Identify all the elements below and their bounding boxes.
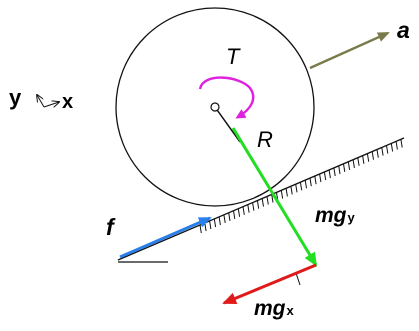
hatch-tick <box>228 212 231 221</box>
acceleration-arrow <box>309 31 390 70</box>
hatch-tick <box>347 161 351 170</box>
hatch-tick <box>285 188 288 197</box>
hatch-tick <box>271 194 274 203</box>
hatch-tick <box>209 220 212 230</box>
weight-y-label-main: mg <box>315 204 347 227</box>
axis-x-label: x <box>62 91 74 113</box>
hatch-tick <box>390 143 394 152</box>
hatch-tick <box>304 180 307 189</box>
weight-y-arrow <box>231 127 318 267</box>
hatch-tick <box>400 139 403 148</box>
hatch-tick <box>343 163 346 172</box>
hatch-tick <box>395 141 398 150</box>
weight-x-label-main: mg <box>254 297 286 320</box>
incline-hatching <box>199 139 403 234</box>
hatch-tick <box>357 157 360 166</box>
hatch-tick <box>319 173 322 183</box>
hatch-tick <box>256 200 260 209</box>
hatch-tick <box>213 218 217 228</box>
weight-x-arrow <box>222 263 317 305</box>
hatch-tick <box>381 147 384 156</box>
acceleration-label: a <box>397 17 410 43</box>
torque-label: T <box>226 44 240 69</box>
radius-label: R <box>257 127 273 152</box>
weight-x-label-sub: x <box>286 303 294 318</box>
hatch-tick <box>338 165 341 175</box>
hatch-tick <box>242 206 245 215</box>
incline-plane <box>117 137 405 263</box>
hatch-tick <box>386 145 389 154</box>
hatch-tick <box>233 210 236 219</box>
hatch-tick <box>323 171 327 181</box>
hatch-tick <box>237 208 241 217</box>
hatch-tick <box>295 184 298 193</box>
hatch-tick <box>204 222 207 232</box>
hatch-tick <box>266 196 269 205</box>
torque-arrow <box>198 76 255 119</box>
weight-y-label: mgy <box>315 205 355 226</box>
weight-x-label: mgx <box>254 298 294 319</box>
radius-line <box>214 106 241 143</box>
hatch-tick <box>362 155 365 164</box>
cylinder-outline <box>115 7 315 207</box>
weight-y-label-sub: y <box>347 210 355 225</box>
hatch-tick <box>309 178 312 187</box>
hatch-tick <box>366 153 370 162</box>
hatch-tick <box>376 149 379 158</box>
hatch-tick <box>252 202 255 211</box>
axis-indicator <box>37 95 59 107</box>
hatch-tick <box>333 167 336 177</box>
hatch-tick <box>314 175 317 185</box>
hatch-tick <box>290 186 293 195</box>
hatch-tick <box>199 224 202 234</box>
friction-label: f <box>106 214 114 240</box>
hatch-tick <box>299 182 303 191</box>
hatch-tick <box>352 159 355 168</box>
hatch-tick <box>328 169 331 179</box>
hatch-tick <box>280 190 284 199</box>
hatch-tick <box>261 198 264 207</box>
hatch-tick <box>247 204 250 213</box>
friction-arrow <box>119 216 212 259</box>
hatch-tick <box>218 216 221 226</box>
hatch-tick <box>371 151 374 160</box>
axis-y-label: y <box>9 85 22 110</box>
cylinder-center <box>210 102 220 112</box>
hatch-tick <box>223 214 226 223</box>
